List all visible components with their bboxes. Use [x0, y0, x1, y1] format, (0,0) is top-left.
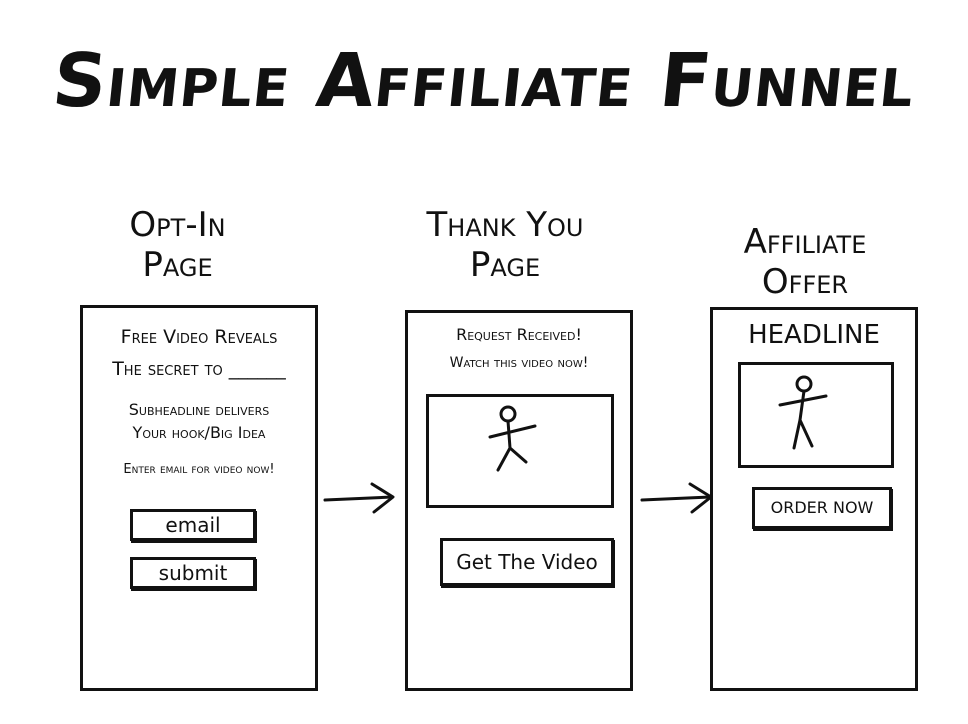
- get-the-video-button[interactable]: Get The Video: [440, 538, 614, 586]
- offer-headline: HEADLINE: [748, 320, 880, 350]
- optin-headline-line2: The secret to ______: [112, 358, 286, 380]
- order-now-button[interactable]: ORDER NOW: [752, 487, 892, 529]
- optin-headline-line1: Free Video Reveals: [120, 326, 278, 348]
- thankyou-header-line1: Thank You: [426, 205, 584, 245]
- optin-page-frame: [80, 305, 318, 691]
- arrow-icon: [640, 482, 713, 514]
- optin-subheadline-line2: Your hook/Big Idea: [132, 423, 266, 442]
- optin-header: Opt-In Page: [90, 205, 265, 285]
- offer-header-line2: Offer: [761, 262, 849, 302]
- optin-header-line1: Opt-In: [129, 205, 226, 245]
- thankyou-line1: Request Received!: [456, 325, 582, 344]
- optin-subheadline-line1: Subheadline delivers: [128, 400, 270, 419]
- offer-video-frame[interactable]: [738, 362, 894, 468]
- thankyou-header: Thank You Page: [405, 205, 605, 285]
- offer-header-line1: Affiliate: [743, 222, 867, 262]
- optin-cta-text: Enter email for video now!: [123, 462, 275, 477]
- offer-header: Affiliate Offer: [710, 222, 900, 302]
- email-input[interactable]: email: [130, 509, 256, 541]
- thankyou-line2: Watch this video now!: [449, 355, 589, 371]
- optin-header-line2: Page: [142, 245, 213, 285]
- thankyou-video-frame[interactable]: [426, 394, 614, 508]
- arrow-icon: [323, 482, 395, 514]
- stick-figure-icon: [488, 405, 537, 472]
- stick-figure-icon: [778, 375, 828, 450]
- submit-button[interactable]: submit: [130, 557, 256, 589]
- thankyou-header-line2: Page: [469, 245, 541, 285]
